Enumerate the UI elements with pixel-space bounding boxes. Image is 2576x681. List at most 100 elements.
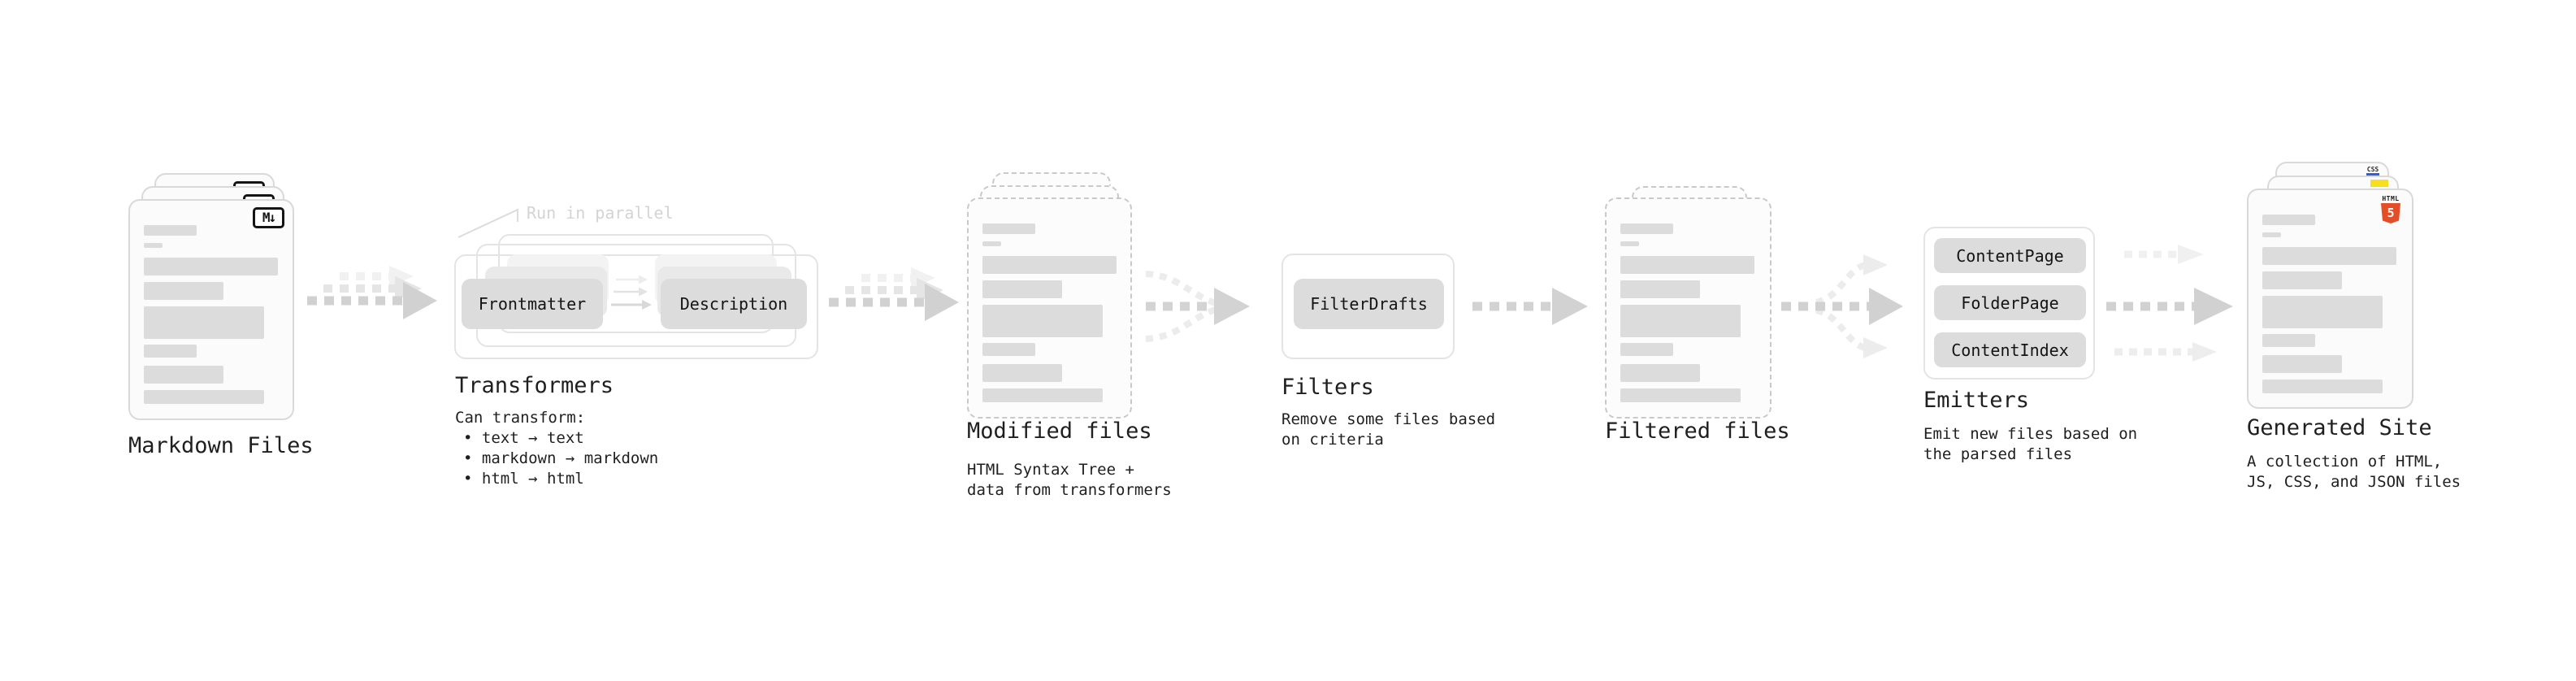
doc-text-bar xyxy=(2262,355,2342,373)
arrow-markdown-to-transformers xyxy=(307,266,437,319)
fanout-curve-top xyxy=(1815,262,1867,306)
doc-content-placeholder xyxy=(1620,223,1754,402)
inner-arrow-top xyxy=(616,275,648,284)
arrow-main xyxy=(829,284,959,321)
arrow-emitters-top xyxy=(2124,245,2204,264)
transformers-note: Can transform: text → text markdown → ma… xyxy=(455,408,658,489)
doc-text-bar xyxy=(982,343,1035,356)
doc-text-bar xyxy=(982,305,1103,337)
doc-text-bar xyxy=(1620,305,1741,337)
doc-text-bar xyxy=(144,366,223,384)
fanout-curve-bottom xyxy=(1815,307,1867,351)
generated-site-title: Generated Site xyxy=(2247,415,2432,440)
note-line: HTML Syntax Tree + xyxy=(967,461,1134,479)
filter-box-filterdrafts: FilterDrafts xyxy=(1294,279,1444,329)
note-line: the parsed files xyxy=(1923,445,2073,463)
note-line: JS, CSS, and JSON files xyxy=(2247,473,2461,491)
note-line: Remove some files based xyxy=(1281,410,1496,428)
arrow-head-middle xyxy=(1869,288,1903,325)
emitter-box-folderpage: FolderPage xyxy=(1934,285,2086,320)
generated-site-note: A collection of HTML, JS, CSS, and JSON … xyxy=(2247,452,2461,492)
doc-text-bar xyxy=(982,256,1117,274)
inner-arrow-middle xyxy=(614,287,648,297)
doc-text-bar xyxy=(2262,334,2315,347)
note-line: on criteria xyxy=(1281,431,1384,449)
converge-curve-top xyxy=(1145,271,1221,307)
emitters-title: Emitters xyxy=(1923,388,2030,413)
arrow-head xyxy=(2194,288,2233,325)
arrow-emitters-middle xyxy=(2106,288,2233,325)
javascript-icon xyxy=(2370,180,2388,187)
doc-text-bar xyxy=(1620,223,1673,234)
doc-text-bar xyxy=(2262,215,2315,225)
transformer-frame-front xyxy=(454,254,818,359)
filters-note: Remove some files based on criteria xyxy=(1281,410,1495,450)
markdown-icon: M↓ xyxy=(253,207,284,228)
transformers-title: Transformers xyxy=(455,373,614,398)
doc-text-bar xyxy=(2262,232,2281,237)
doc-text-bar xyxy=(982,241,1001,246)
doc-text-bar xyxy=(2262,247,2396,265)
arrow-head xyxy=(1552,288,1588,325)
css-icon: CSS xyxy=(2366,167,2380,176)
note-line: data from transformers xyxy=(967,481,1172,499)
doc-text-bar xyxy=(1620,256,1754,274)
arrow-filtered-to-emitters xyxy=(1781,254,1903,358)
arrow-emitters-bottom xyxy=(2114,342,2217,362)
doc-text-bar xyxy=(144,282,223,300)
doc-text-bar xyxy=(144,390,264,404)
arrow-main xyxy=(307,282,437,319)
doc-text-bar xyxy=(982,364,1062,382)
transformers-bullet: html → html xyxy=(455,469,658,489)
transformer-box-frontmatter: Frontmatter xyxy=(462,279,603,329)
modified-files-title: Modified files xyxy=(967,419,1152,444)
arrow-head xyxy=(2192,342,2217,362)
note-line: A collection of HTML, xyxy=(2247,453,2443,471)
doc-text-bar xyxy=(982,388,1103,402)
transformer-box-description: Description xyxy=(661,279,807,329)
filters-title: Filters xyxy=(1281,375,1374,400)
doc-text-bar xyxy=(2262,380,2383,393)
transformer-inner-arrows xyxy=(611,275,652,310)
arrow-head xyxy=(1214,288,1250,325)
modified-doc-front xyxy=(967,197,1132,419)
doc-text-bar xyxy=(2262,296,2383,328)
filtered-doc-front xyxy=(1605,197,1772,419)
emitter-box-contentpage: ContentPage xyxy=(1934,238,2086,273)
transformers-bullet: markdown → markdown xyxy=(455,449,658,469)
modified-files-note: HTML Syntax Tree + data from transformer… xyxy=(967,460,1172,501)
filtered-files-title: Filtered files xyxy=(1605,419,1790,444)
run-in-parallel-label: Run in parallel xyxy=(527,203,674,223)
markdown-doc-front: M↓ xyxy=(128,199,294,420)
arrow-head-bottom xyxy=(1863,337,1888,358)
doc-content-placeholder xyxy=(982,223,1117,402)
converge-curve-bottom xyxy=(1145,306,1221,342)
generated-doc-html: HTML 5 xyxy=(2247,189,2413,409)
parallel-callout-line xyxy=(458,208,518,238)
doc-text-bar xyxy=(2262,271,2342,289)
doc-text-bar xyxy=(144,345,197,358)
arrow-transformers-to-modified xyxy=(829,267,959,321)
doc-text-bar xyxy=(1620,241,1639,246)
doc-content-placeholder xyxy=(144,225,278,404)
emitters-box-list: ContentPage FolderPage ContentIndex xyxy=(1923,227,2095,367)
arrow-modified-to-filters xyxy=(1145,271,1250,342)
arrow-head-top xyxy=(1863,254,1888,275)
emitters-note: Emit new files based on the parsed files xyxy=(1923,424,2137,465)
arrow-head xyxy=(2178,245,2204,264)
note-line: Emit new files based on xyxy=(1923,425,2138,443)
inner-arrow-bottom xyxy=(611,300,652,310)
doc-text-bar xyxy=(982,280,1062,298)
doc-text-bar xyxy=(1620,280,1700,298)
emitter-box-contentindex: ContentIndex xyxy=(1934,332,2086,367)
transformers-note-heading: Can transform: xyxy=(455,409,586,427)
doc-text-bar xyxy=(1620,364,1700,382)
markdown-files-title: Markdown Files xyxy=(128,433,314,458)
doc-text-bar xyxy=(144,306,264,339)
html5-icon: HTML 5 xyxy=(2380,196,2401,223)
doc-text-bar xyxy=(144,258,278,275)
arrow-filters-to-filtered xyxy=(1472,288,1588,325)
doc-content-placeholder xyxy=(2262,215,2396,393)
doc-text-bar xyxy=(1620,388,1741,402)
